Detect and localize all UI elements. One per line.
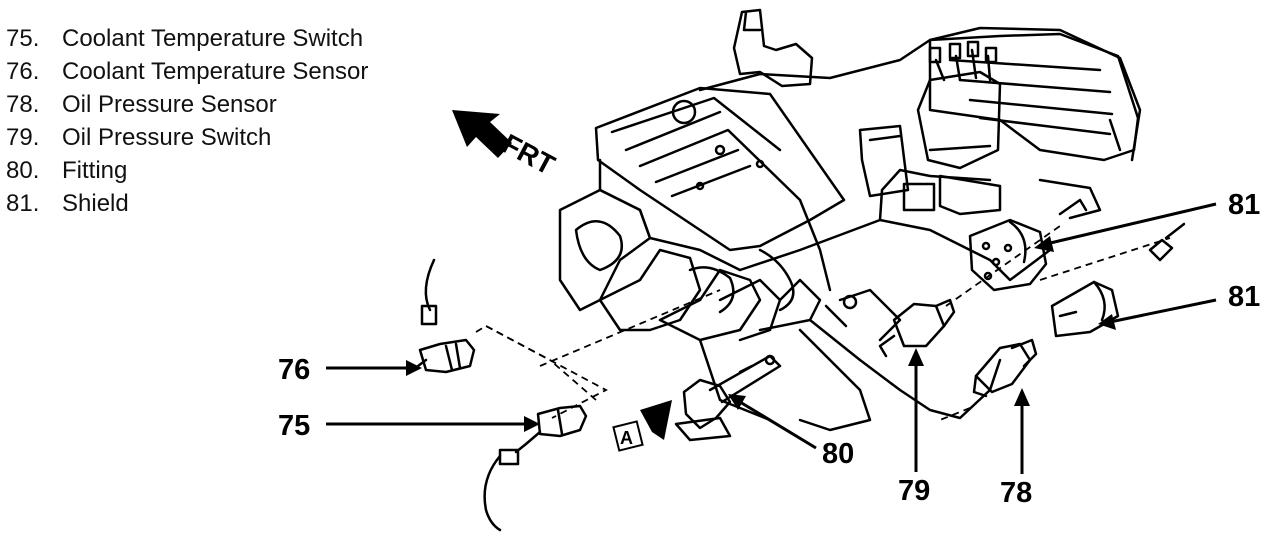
fitting-80 xyxy=(674,354,782,442)
legend-item-80: 80.Fitting xyxy=(6,157,128,184)
shield-81-bottom xyxy=(1050,198,1186,338)
legend-item-79: 79.Oil Pressure Switch xyxy=(6,124,272,151)
callout-81-top: 81 xyxy=(1228,189,1260,221)
shield-81-top xyxy=(968,218,1048,292)
callout-75: 75 xyxy=(278,410,310,442)
callout-81-bottom: 81 xyxy=(1228,281,1260,313)
front-direction-arrow: FRT xyxy=(452,110,560,181)
engine-block xyxy=(558,8,1142,432)
callout-78: 78 xyxy=(1000,477,1032,509)
assembly-lines xyxy=(475,225,1171,421)
oil-pressure-sensor-78 xyxy=(972,338,1038,398)
leader-arrowheads xyxy=(406,236,1116,432)
view-a-marker: A xyxy=(612,400,672,452)
legend-item-75: 75.Coolant Temperature Switch xyxy=(6,25,364,52)
oil-pressure-switch-79 xyxy=(878,298,956,358)
legend-item-78: 78.Oil Pressure Sensor xyxy=(6,91,277,118)
legend-item-81: 81.Shield xyxy=(6,190,129,217)
svg-text:A: A xyxy=(620,428,633,448)
coolant-temperature-switch-75 xyxy=(483,404,588,532)
svg-text:FRT: FRT xyxy=(497,128,560,181)
callout-79: 79 xyxy=(898,475,930,507)
legend-item-76: 76.Coolant Temperature Sensor xyxy=(6,58,369,85)
leader-lines xyxy=(326,202,1217,474)
coolant-temperature-sensor-76 xyxy=(416,258,476,374)
callout-80: 80 xyxy=(822,438,854,470)
parts-legend: 75.Coolant Temperature Switch 76.Coolant… xyxy=(6,22,368,220)
callout-76: 76 xyxy=(278,354,310,386)
